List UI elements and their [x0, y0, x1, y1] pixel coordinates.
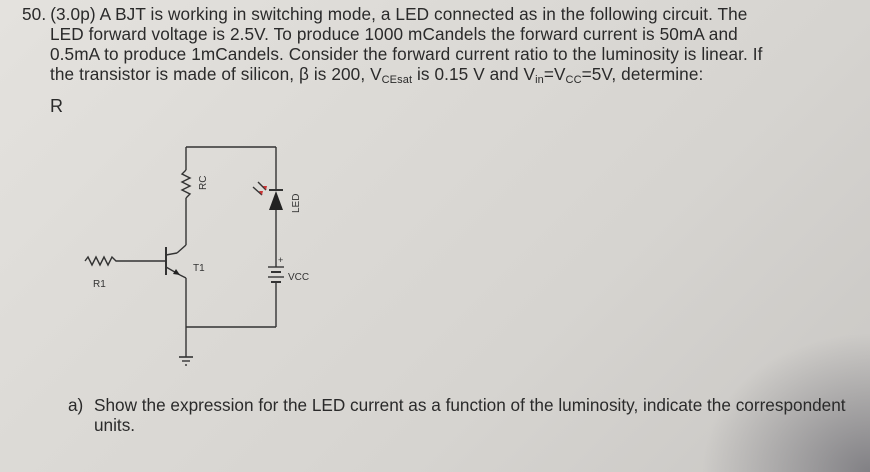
- problem-line-4: the transistor is made of silicon, β is …: [50, 64, 704, 86]
- r1-resistor: [84, 255, 128, 267]
- emitter-arrow: [173, 269, 180, 275]
- question-text: Show the expression for the LED current …: [94, 395, 846, 435]
- question-a: a) Show the expression for the LED curren…: [68, 395, 858, 435]
- plus-sign: +: [278, 255, 283, 265]
- led-label: LED: [291, 194, 302, 213]
- vcc-label: VCC: [288, 272, 309, 283]
- question-letter: a): [68, 395, 84, 415]
- problem-number: 50.: [22, 4, 47, 24]
- t1-label: T1: [193, 263, 205, 274]
- problem-line-3: 0.5mA to produce 1mCandels. Consider the…: [50, 44, 763, 64]
- bjt-led-circuit-diagram: RC LED T1 R1 VCC +: [84, 146, 309, 366]
- problem-statement: 50.(3.0p) A BJT is working in switching …: [22, 4, 852, 90]
- led-triangle: [269, 191, 283, 210]
- rc-label: RC: [198, 176, 209, 190]
- r1-label: R1: [93, 279, 106, 290]
- r-label: R: [50, 96, 63, 116]
- rc-resistor: [180, 169, 192, 199]
- problem-line-2: LED forward voltage is 2.5V. To produce …: [50, 24, 738, 44]
- problem-line-1: 50.(3.0p) A BJT is working in switching …: [22, 4, 748, 24]
